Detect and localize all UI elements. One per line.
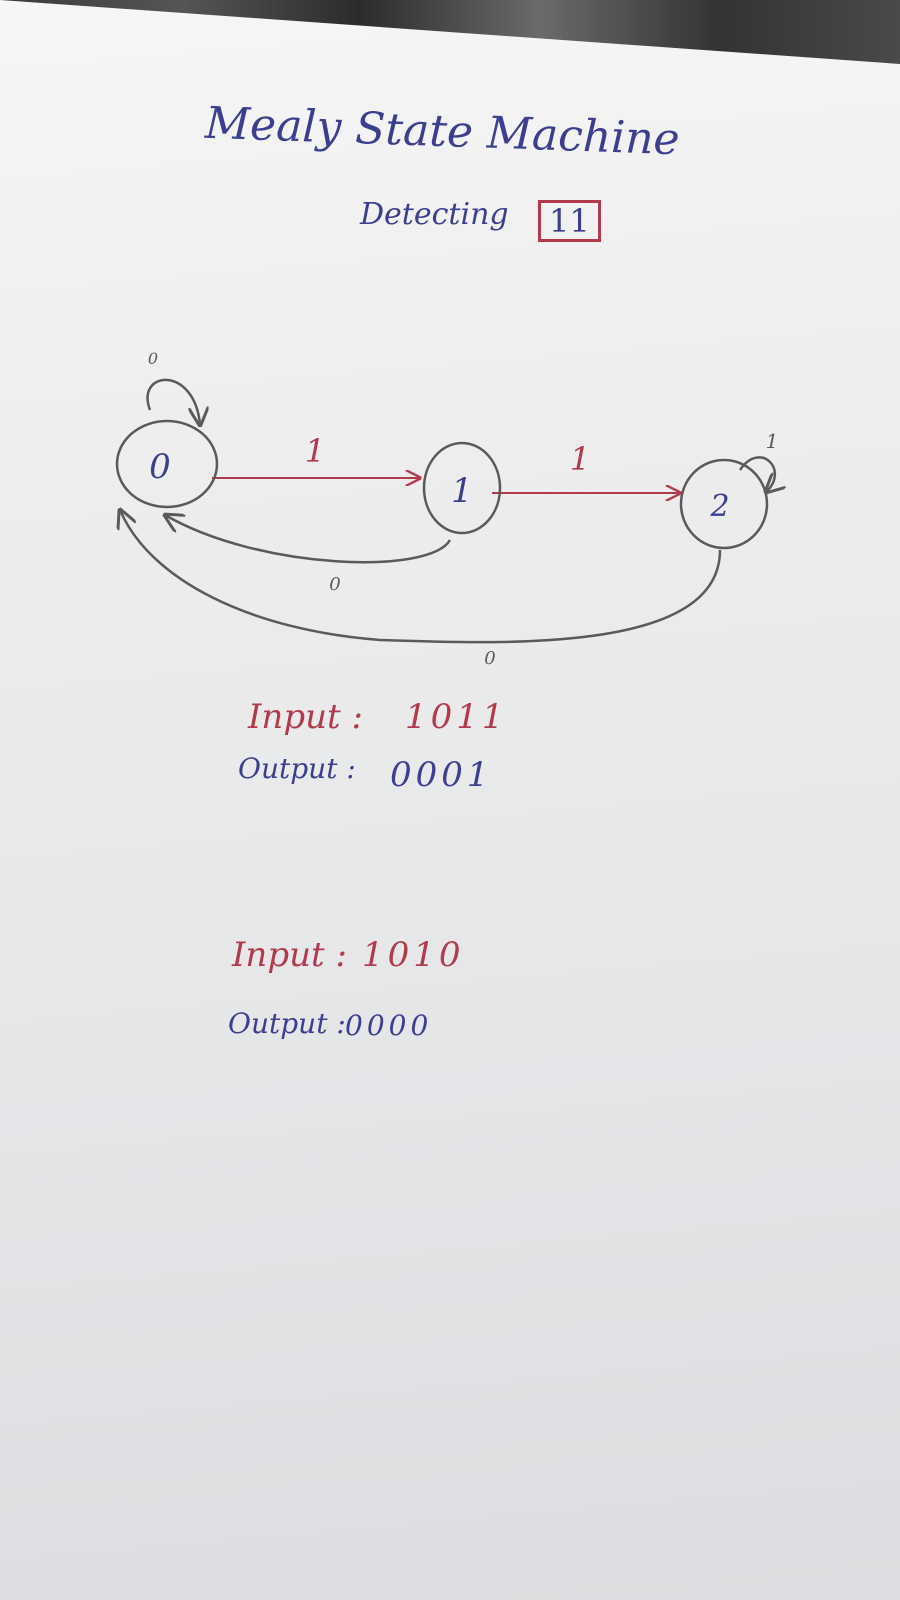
transition-label-0-to-1: 1 [305,432,325,470]
example-1-output-label: Output : [238,752,356,785]
example-2-output-value: 0000 [345,1009,433,1042]
state-1: 1 [422,441,502,535]
state-diagram: 0 1 1 1 0 0 0 1 2 [115,349,900,669]
example-2-input-label: Input : [232,935,347,975]
transition-label-2-to-0: 0 [484,648,495,669]
example-1-output-value: 0001 [390,755,493,795]
subtitle-prefix: Detecting [360,197,509,232]
example-1-input-value: 1011 [405,697,508,737]
transition-1-to-0 [165,515,452,564]
detected-sequence-box: 11 [538,200,601,242]
transition-2-to-0 [120,510,722,644]
transition-label-0-to-0: 0 [148,349,158,368]
state-label-0: 0 [149,447,171,487]
transition-0-to-0 [146,378,200,425]
state-label-2: 2 [709,489,729,524]
state-0: 0 [115,419,219,509]
transition-label-1-to-2: 1 [570,440,590,478]
transition-2-to-2 [738,456,775,492]
example-2-input-value: 1010 [362,935,465,975]
transition-label-1-to-0: 0 [329,574,340,595]
transition-label-2-to-2: 1 [766,429,779,453]
example-2-output-label: Output : [228,1007,346,1040]
example-1-input-label: Input : [248,697,363,737]
state-label-1: 1 [451,471,473,511]
state-2: 2 [679,458,769,550]
